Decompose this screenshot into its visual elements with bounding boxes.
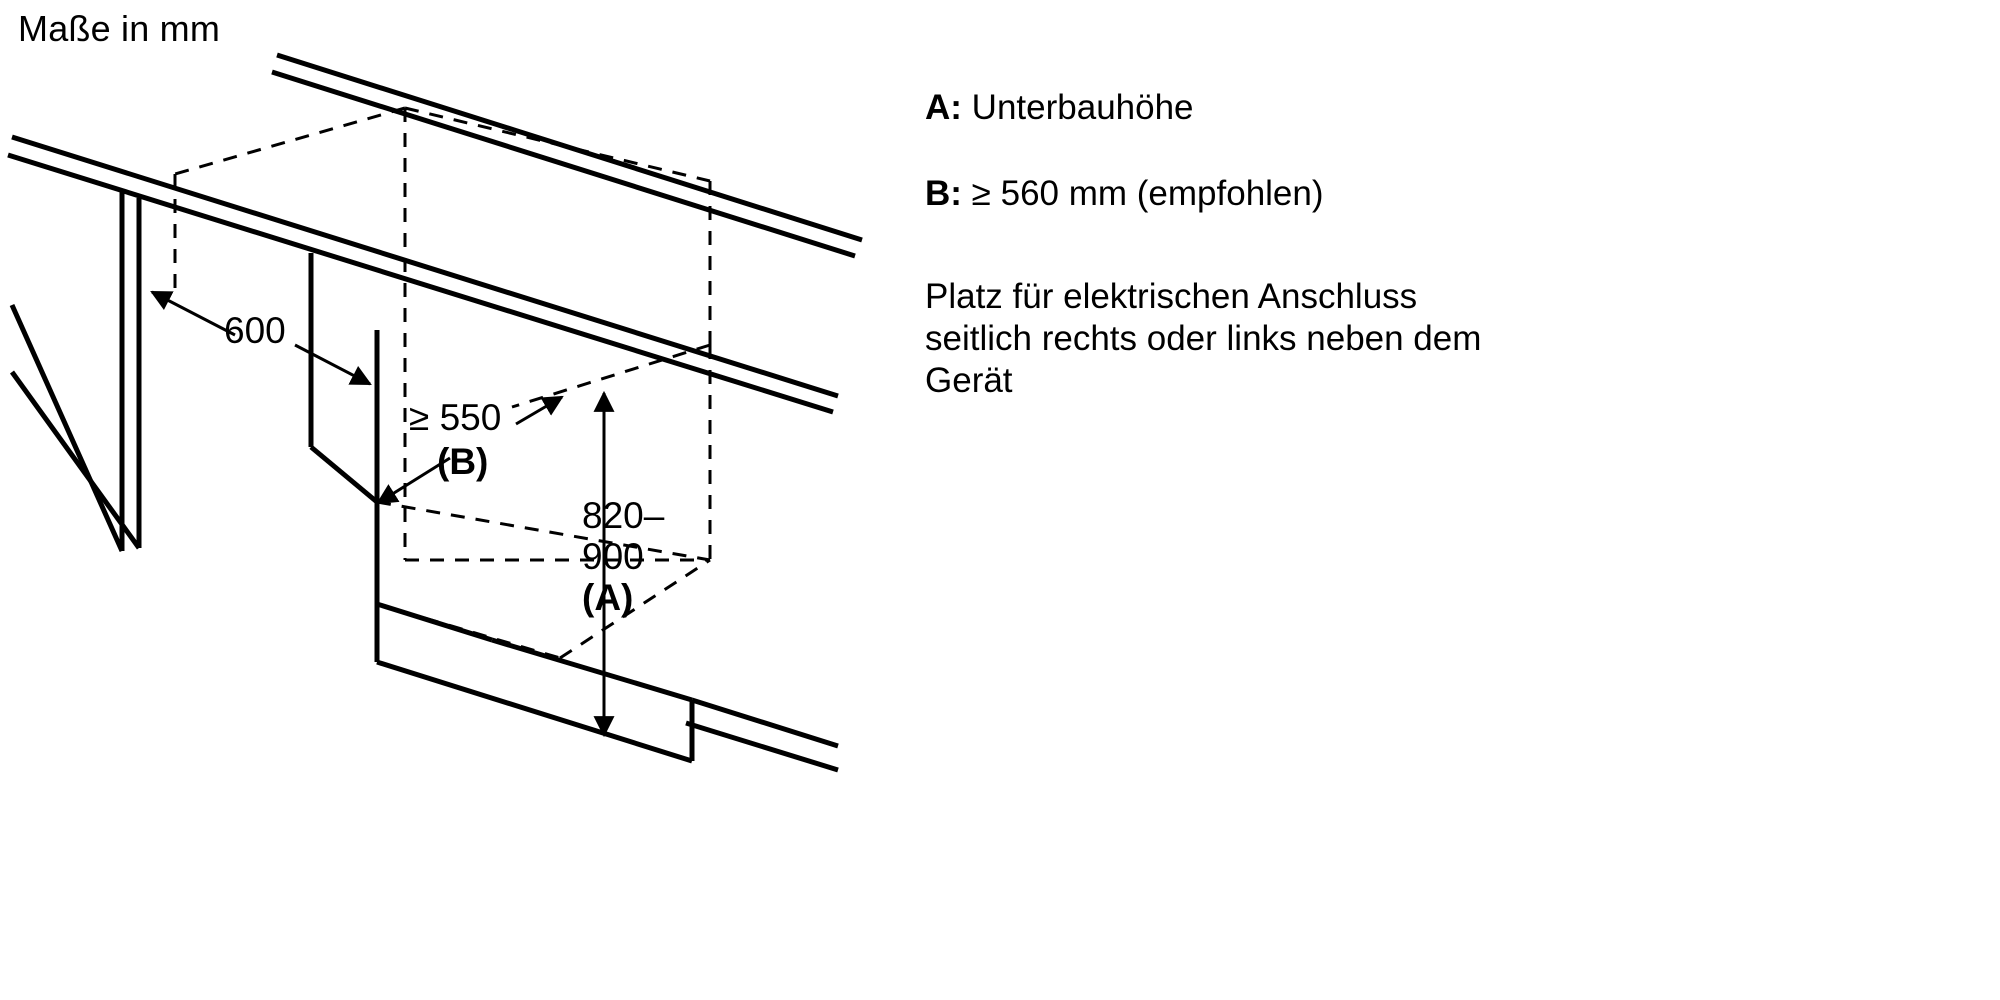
note-line-3: Gerät xyxy=(925,361,1013,400)
dimension-arrows xyxy=(150,290,615,738)
legend-item-a-key: A: xyxy=(925,88,962,127)
plinth-bottom-edge xyxy=(376,659,693,764)
note-line-1: Platz für elektrischen Anschluss xyxy=(925,277,1418,316)
lower-right-slab-top-edge xyxy=(691,697,839,749)
note-line-2: seitlich rechts oder links neben dem xyxy=(925,319,1482,358)
niche-mid-right-edge xyxy=(511,343,711,409)
dimension-label-depth: ≥ 550 xyxy=(409,397,502,438)
legend-item-b-value: ≥ 560 mm (empfohlen) xyxy=(971,174,1324,213)
dimension-label-width: 600 xyxy=(224,310,286,351)
dim-550-arrow-lower xyxy=(376,456,451,505)
cabinet-solid-outline xyxy=(7,52,863,773)
legend-item-a: A: Unterbauhöhe xyxy=(925,86,1585,130)
page-title: Maße in mm xyxy=(18,8,221,49)
dim-550-arrow-upper xyxy=(515,395,564,426)
legend: A: Unterbauhöhe B: ≥ 560 mm (empfohlen) xyxy=(925,86,1585,258)
niche-floor-left-edge xyxy=(376,602,561,660)
dimension-ref-height: (A) xyxy=(582,577,634,618)
legend-item-a-value: Unterbauhöhe xyxy=(971,88,1194,127)
left-plinth-upper-face xyxy=(9,303,125,553)
lower-right-slab-bottom-edge xyxy=(685,720,839,773)
worktop-front-bottom-edge xyxy=(7,152,834,415)
electrical-connection-note: Platz für elektrischen Anschluss seitlic… xyxy=(925,276,1625,402)
niche-floor-right-edge xyxy=(559,558,711,660)
worktop-front-top-edge xyxy=(11,134,839,399)
dim-600-arrow-right xyxy=(294,343,372,386)
niche-top-rear-left-edge xyxy=(174,106,406,176)
niche-top-rear-right-edge xyxy=(404,106,711,183)
plinth-top-edge-right xyxy=(491,637,693,703)
dim-600-arrow-left xyxy=(150,290,236,337)
dimension-label-height-line2: 900 xyxy=(582,536,644,577)
dimension-ref-depth: (B) xyxy=(437,441,489,482)
niche-bottom-front-edge xyxy=(376,500,711,562)
niche-left-wall-bottom-bevel xyxy=(309,445,379,504)
dimension-label-height-line1: 820– xyxy=(582,495,665,536)
left-plinth-lower-face xyxy=(9,370,142,550)
legend-item-b: B: ≥ 560 mm (empfohlen) xyxy=(925,172,1585,216)
worktop-rear-top-edge xyxy=(276,52,863,243)
worktop-rear-bottom-edge xyxy=(271,69,856,259)
legend-item-b-key: B: xyxy=(925,174,962,213)
